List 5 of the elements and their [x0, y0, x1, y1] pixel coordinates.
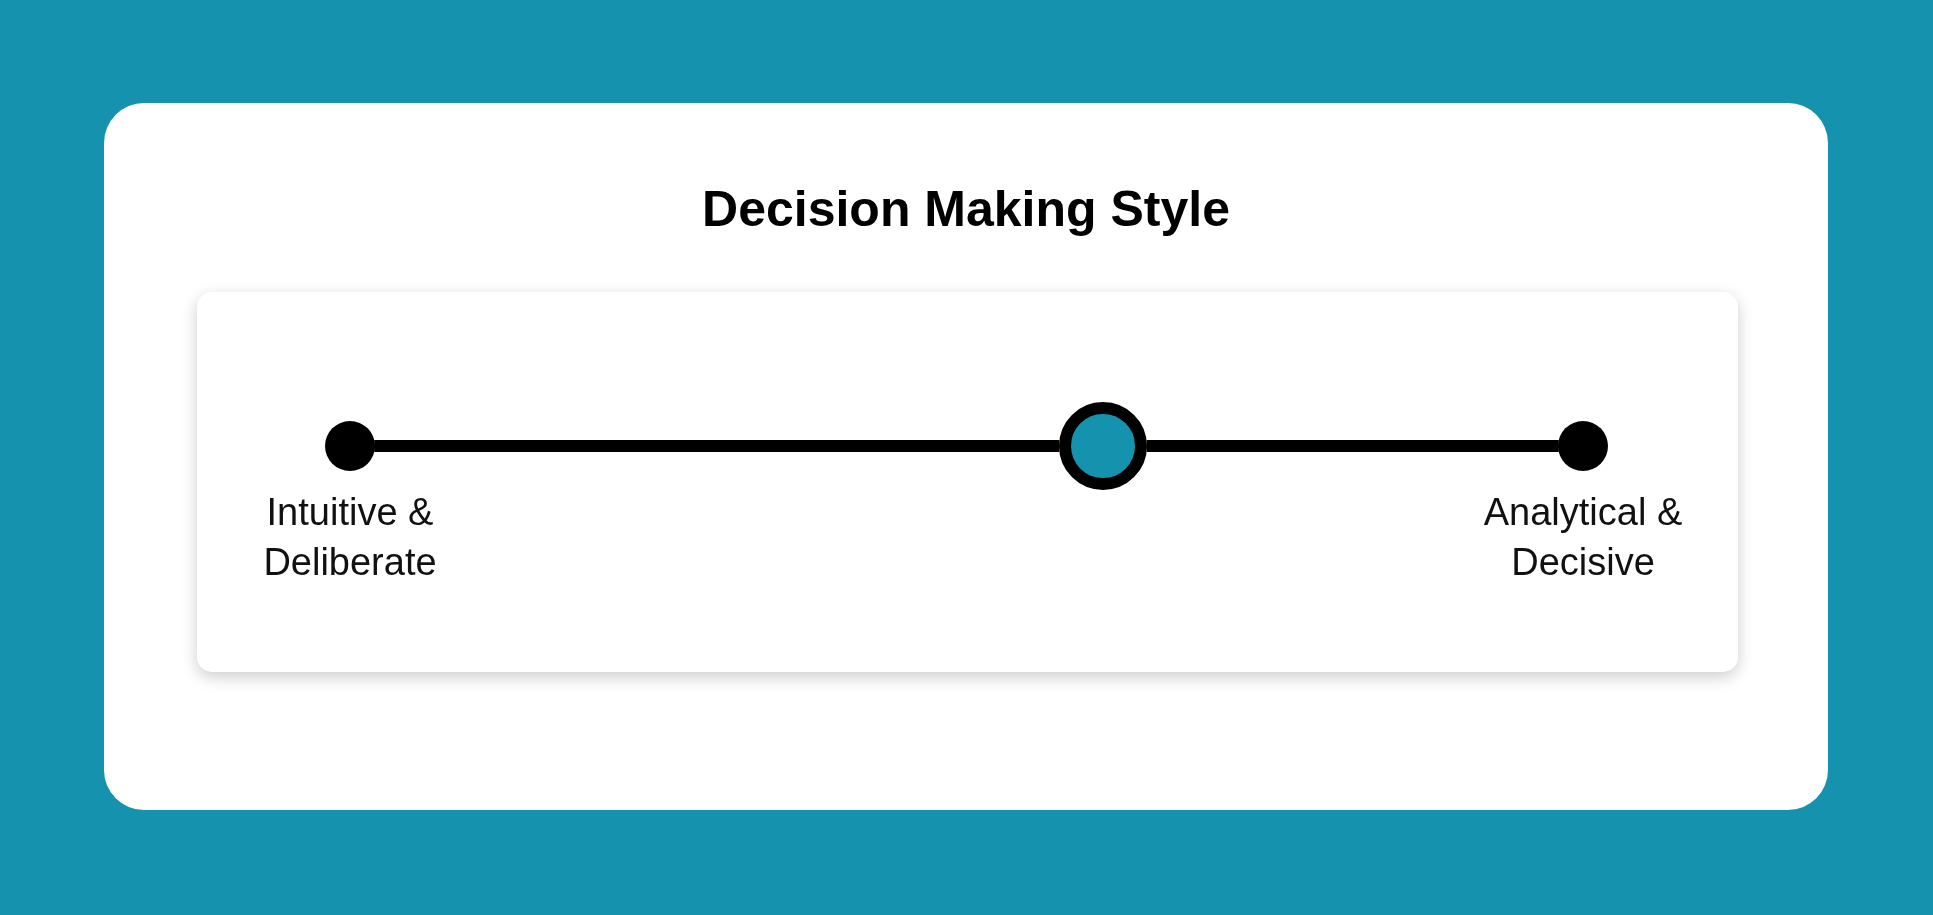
scale-line	[1146, 440, 1559, 452]
scale-label: Intuitive & Deliberate	[263, 491, 437, 583]
scale-line	[374, 440, 1060, 452]
diagram-title: Decision Making Style	[702, 184, 1230, 234]
scale-label: Analytical & Decisive	[1483, 491, 1683, 583]
